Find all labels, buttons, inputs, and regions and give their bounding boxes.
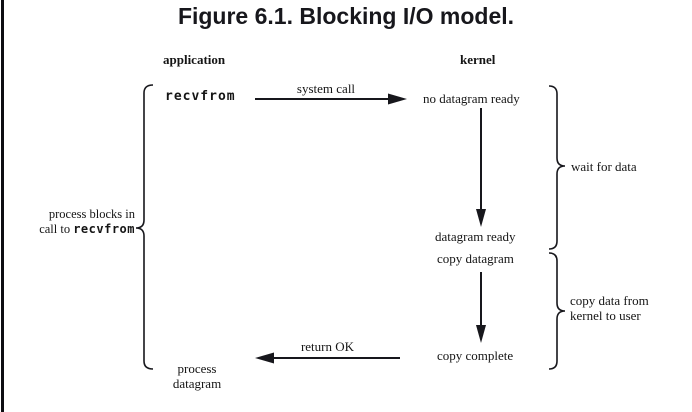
application-column-header: application — [163, 52, 226, 67]
kernel-column-header: kernel — [460, 52, 496, 67]
process-datagram-label: process datagram — [158, 361, 236, 391]
system-call-arrow-label: system call — [296, 81, 356, 96]
process-datagram-line2: datagram — [172, 376, 222, 391]
wait-for-data-brace — [548, 85, 566, 250]
copy-datagram-label: copy datagram — [437, 251, 514, 266]
copy-data-label-line2: kernel to user — [570, 308, 641, 323]
process-blocks-line2-text: call to — [39, 221, 74, 236]
datagram-ready-label: datagram ready — [435, 229, 516, 244]
process-blocks-line1: process blocks in — [48, 207, 135, 221]
copy-data-brace-label: copy data from kernel to user — [570, 293, 649, 323]
page-left-border — [1, 0, 4, 412]
return-ok-arrow — [255, 352, 400, 364]
process-blocks-line2-code: recvfrom — [73, 221, 135, 236]
copy-data-label-line1: copy data from — [570, 293, 649, 308]
copy-data-brace — [548, 252, 566, 370]
system-call-arrow — [255, 93, 407, 105]
return-ok-arrow-label: return OK — [300, 339, 355, 354]
copy-datagram-arrow — [476, 272, 486, 343]
wait-for-data-arrow — [476, 108, 486, 227]
process-blocks-brace — [135, 84, 154, 370]
recvfrom-call-label: recvfrom — [165, 89, 236, 104]
no-datagram-ready-label: no datagram ready — [423, 91, 520, 106]
process-blocks-annotation: process blocks in call to recvfrom — [18, 207, 135, 236]
process-datagram-line1: process — [177, 361, 217, 376]
figure-title: Figure 6.1. Blocking I/O model. — [177, 3, 515, 29]
wait-for-data-brace-label: wait for data — [571, 159, 637, 174]
copy-complete-label: copy complete — [437, 348, 514, 363]
